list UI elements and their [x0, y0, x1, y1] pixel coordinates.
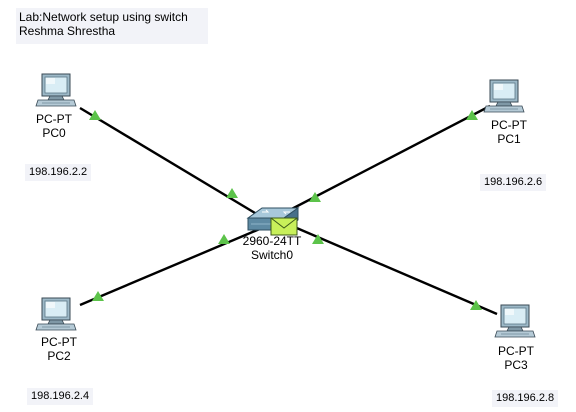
link-status-up-icon: [309, 192, 321, 202]
link-status-up-icon: [92, 291, 104, 301]
pc-icon[interactable]: [35, 73, 77, 107]
switch-label: 2960-24TT Switch0: [236, 234, 308, 262]
link-status-up-icon: [226, 188, 238, 198]
pc1-ip-label[interactable]: 198.196.2.6: [480, 174, 547, 191]
pc3-name: PC3: [504, 358, 528, 372]
link-status-up-icon: [218, 234, 230, 244]
pc3-label: PC-PT PC3: [488, 344, 544, 372]
pc0-model: PC-PT: [36, 112, 72, 126]
link-pc3-switch[interactable]: [291, 224, 498, 316]
pc-icon[interactable]: [35, 297, 77, 331]
pc2-ip-label[interactable]: 198.196.2.4: [27, 388, 94, 405]
envelope-icon[interactable]: [270, 217, 298, 236]
pc-icon[interactable]: [494, 304, 536, 338]
pc3-model: PC-PT: [498, 344, 534, 358]
annotation-note[interactable]: Lab:Network setup using switch Reshma Sh…: [16, 8, 208, 44]
link-status-up-icon: [312, 234, 324, 244]
pc0-ip-label[interactable]: 198.196.2.2: [25, 164, 92, 181]
pc3-ip-label[interactable]: 198.196.2.8: [492, 390, 559, 407]
link-status-up-icon: [89, 110, 101, 120]
link-pc0-switch[interactable]: [79, 106, 271, 224]
note-line-2: Reshma Shrestha: [19, 24, 116, 38]
link-status-up-icon: [470, 300, 482, 310]
pc1-label: PC-PT PC1: [481, 118, 537, 146]
pc1-model: PC-PT: [491, 118, 527, 132]
link-pc2-switch[interactable]: [79, 226, 263, 307]
pc0-label: PC-PT PC0: [26, 112, 82, 140]
pc2-label: PC-PT PC2: [31, 335, 87, 363]
pc2-model: PC-PT: [41, 335, 77, 349]
pc2-name: PC2: [47, 349, 71, 363]
link-status-up-icon: [466, 110, 478, 120]
pc-icon[interactable]: [483, 79, 525, 113]
pc0-name: PC0: [42, 126, 66, 140]
switch-name: Switch0: [250, 248, 294, 262]
switch-model: 2960-24TT: [242, 234, 302, 248]
note-line-1: Lab:Network setup using switch: [19, 10, 188, 24]
pc1-name: PC1: [497, 132, 521, 146]
